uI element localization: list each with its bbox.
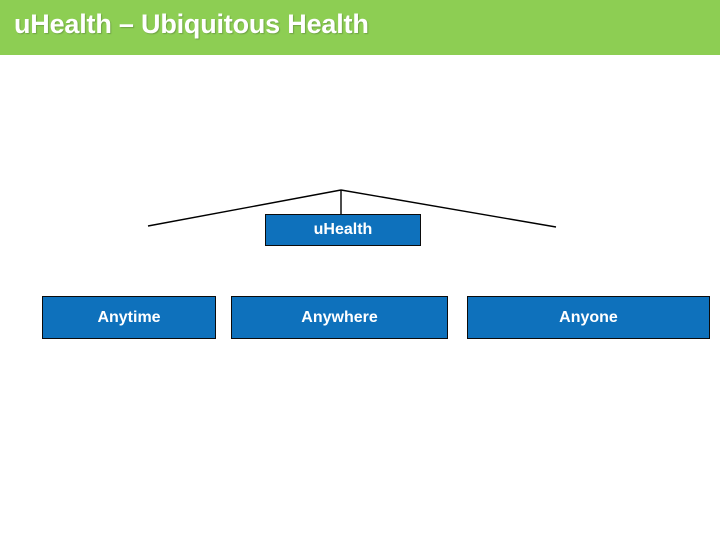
page-title: uHealth – Ubiquitous Health: [14, 9, 369, 39]
node-anytime[interactable]: Anytime: [42, 296, 216, 339]
node-uhealth[interactable]: uHealth: [265, 214, 421, 246]
node-anyone[interactable]: Anyone: [467, 296, 710, 339]
header-banner: uHealth – Ubiquitous Health: [0, 0, 720, 55]
node-anywhere[interactable]: Anywhere: [231, 296, 448, 339]
diagram-canvas: uHealth Anytime Anywhere Anyone: [0, 55, 720, 540]
